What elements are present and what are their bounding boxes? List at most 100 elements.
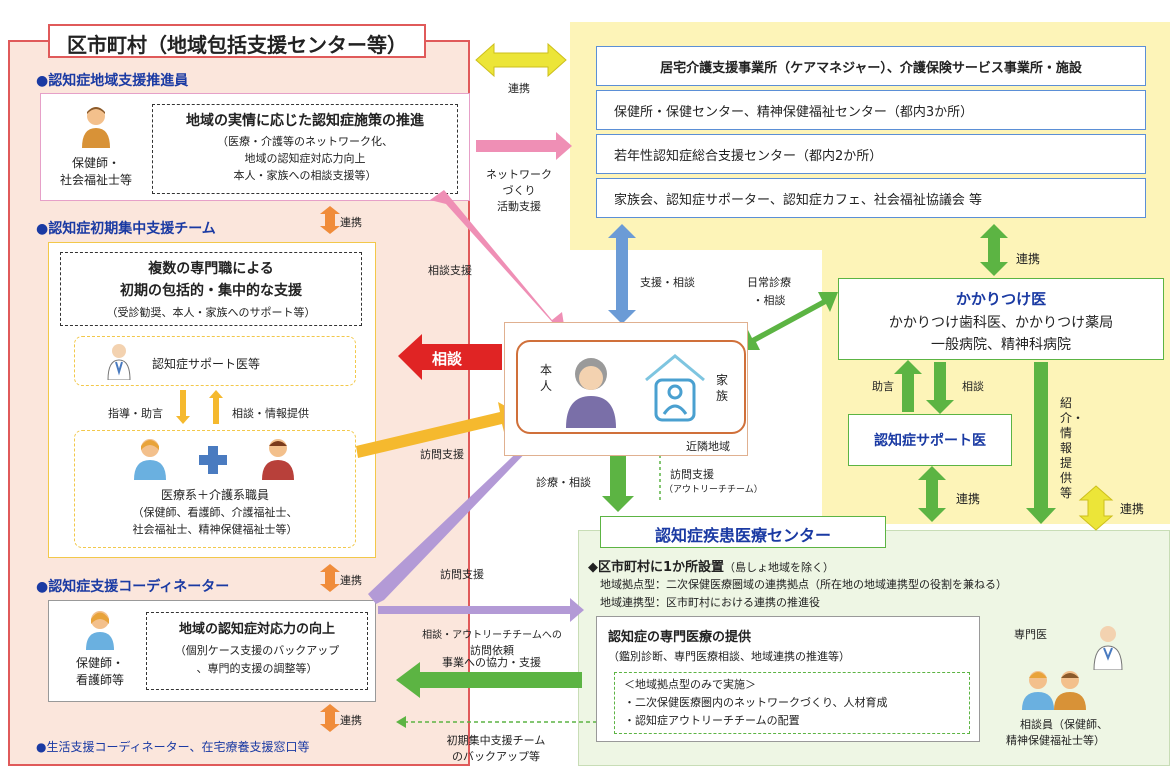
service-item-3-text: 若年性認知症総合支援センター（都内2か所）: [614, 149, 883, 164]
medical-center-title: 認知症疾患医療センター: [654, 526, 831, 545]
support-doctor-box: [74, 336, 356, 386]
renkei-top-arrow: [475, 42, 567, 78]
renkei-kakari-label: 連携: [1016, 252, 1041, 266]
team-box-line3: （受診勧奨、本人・家族へのサポート等）: [106, 306, 316, 319]
hub-only-box: [614, 672, 970, 734]
promoter-box-line3: 本人・家族への相談支援等）: [233, 169, 377, 182]
staff-line2: 社会福祉士、精神保健福祉士等）: [132, 523, 298, 536]
coordinator-heading: ●認知症支援コーディネーター: [36, 579, 230, 595]
promoter-box-title: 地域の実情に応じた認知症施策の推進: [186, 113, 424, 129]
staff-title: 医療系＋介護系職員: [160, 488, 269, 502]
backup-label-1: 初期集中支援チーム: [446, 734, 546, 747]
coordinator-box-title: 地域の認知症対応力の向上: [178, 622, 335, 637]
renkei-support-label: 連携: [956, 492, 981, 506]
shien-soudan-label: 支援・相談: [640, 276, 695, 289]
request-label-2: 訪問依頼: [470, 644, 514, 657]
network-arrow: [476, 132, 572, 160]
link-label-1: 連携: [340, 216, 362, 229]
promoter-box: [40, 93, 470, 201]
medical-center-hub: 地域拠点型：二次保健医療圏域の連携拠点（所在地の地域連携型の役割を兼ねる）: [600, 578, 1007, 591]
team-heading: ●認知症初期集中支援チーム: [36, 221, 216, 237]
left-panel-title: 区市町村（地域包括支援センター等）: [67, 33, 407, 57]
service-item-4: [596, 178, 1146, 218]
outreach-label-1: 訪問支援: [670, 468, 714, 481]
promoter-person-label-1: 保健師・: [71, 156, 120, 170]
cooperation-label: 事業への協力・支援: [442, 656, 541, 669]
houmon-label-2: 訪問支援: [440, 568, 484, 581]
promoter-inner-box: [152, 104, 458, 194]
request-label-1: 相談・アウトリーチチームへの: [422, 630, 562, 641]
staff-line1: （保健師、看護師、介護福祉士、: [132, 506, 298, 519]
person-icon: [82, 107, 110, 148]
service-item-4-text: 家族会、認知症サポーター、認知症カフェ、社会福祉協議会 等: [614, 193, 983, 208]
service-item-2: [596, 90, 1146, 130]
staff-box: [74, 430, 356, 548]
team-box-line2: 初期の包括的・集中的な支援: [120, 283, 302, 299]
service-item-1-text: 居宅介護支援事業所（ケアマネジャー）、介護保険サービス事業所・施設: [660, 61, 1082, 76]
setup-main: ◆区市町村に1か所設置: [588, 560, 725, 575]
family-icon: [645, 354, 705, 422]
backup-label-2: のバックアップ等: [452, 750, 540, 763]
coordinator-inner-box: [146, 612, 368, 690]
specialist-label: 専門医: [1014, 628, 1047, 641]
promoter-box-line1: （医療・介護等のネットワーク化、: [217, 135, 393, 148]
guidance-label: 指導・助言: [108, 407, 163, 420]
staff-icons: [134, 439, 294, 480]
setup-note: （島しょ地域を除く）: [724, 561, 835, 574]
kakaritsuke-box: [838, 278, 1164, 360]
renkei-right-label: 連携: [1120, 502, 1145, 516]
service-item-1: [596, 46, 1146, 86]
team-box-line1: 複数の専門職による: [148, 261, 274, 277]
hub-item-2: ・認知症アウトリーチチームの配置: [624, 714, 800, 727]
service-title: 認知症の専門医療の提供: [608, 630, 752, 645]
coordinator-person-label-2: 看護師等: [75, 673, 124, 687]
coordinator-box-line1: （個別ケース支援のバックアップ: [174, 644, 340, 657]
family-label: 家族: [716, 373, 729, 403]
service-item-3: [596, 134, 1146, 174]
area-label: 近隣地域: [686, 440, 730, 453]
introduce-label: 紹介・情報提供等: [1060, 396, 1085, 500]
hub-item-1: ・二次保健医療圏内のネットワークづくり、人材育成: [624, 696, 888, 709]
kakaritsuke-line1: かかりつけ歯科医、かかりつけ薬局: [888, 315, 1114, 331]
elderly-person-icon: [566, 358, 616, 428]
left-panel-title-box: [48, 24, 426, 58]
life-support-footer: ●生活支援コーディネーター、在宅療養支援窓口等: [36, 740, 310, 754]
counselor-icons: [1022, 671, 1086, 710]
medical-center-title-box: [600, 516, 886, 548]
counselor-label-1: 相談員（保健師、: [1020, 718, 1108, 731]
team-inner-box: [60, 252, 362, 326]
promoter-box-line2: 地域の認知症対応力向上: [244, 152, 366, 165]
nurse-icon: [86, 611, 114, 650]
network-label-3: 活動支援: [497, 200, 541, 213]
service-line: （鑑別診断、専門医療相談、地域連携の推進等）: [608, 650, 850, 663]
promoter-person-label-2: 社会福祉士等: [59, 173, 132, 187]
specialist-icon: [1093, 626, 1123, 670]
link-label-3: 連携: [340, 714, 362, 727]
consult-info-label: 相談・情報提供: [232, 407, 309, 420]
soudan-shien-label: 相談支援: [428, 264, 472, 277]
houmon-label-1: 訪問支援: [420, 448, 464, 461]
renkei-top-label: 連携: [508, 82, 530, 95]
support-doctor-box-right: [848, 414, 1012, 466]
center-person-box: [516, 340, 746, 434]
coordinator-person-label-1: 保健師・: [75, 656, 124, 670]
kakaritsuke-line2: 一般病院、精神科病院: [931, 337, 1071, 353]
team-box: [48, 242, 376, 558]
coordinator-box-line2: 、専門的支援の調整等）: [196, 662, 318, 675]
doctor-icon: [107, 344, 131, 380]
link-label-2: 連携: [340, 574, 362, 587]
doctor-label: 認知症サポート医等: [152, 357, 261, 371]
person-label: 本人: [540, 363, 553, 393]
service-item-2-text: 保健所・保健センター、精神保健福祉センター（都内3か所）: [614, 105, 974, 120]
advice-label: 助言: [872, 380, 894, 393]
medical-center-setup: ◆区市町村に1か所設置（島しょ地域を除く）: [588, 556, 834, 575]
network-label-2: づくり: [502, 184, 536, 197]
service-box: [596, 616, 980, 742]
nichijo-label-2: ・相談: [752, 294, 786, 307]
nichijo-label-1: 日常診療: [747, 276, 791, 289]
support-doctor-label: 認知症サポート医: [874, 433, 986, 449]
hub-only-title: ＜地域拠点型のみで実施＞: [624, 678, 756, 691]
network-label-1: ネットワーク: [486, 168, 552, 181]
kakaritsuke-title: かかりつけ医: [955, 290, 1047, 308]
medical-center-link-type: 地域連携型：区市町村における連携の推進役: [600, 596, 820, 609]
